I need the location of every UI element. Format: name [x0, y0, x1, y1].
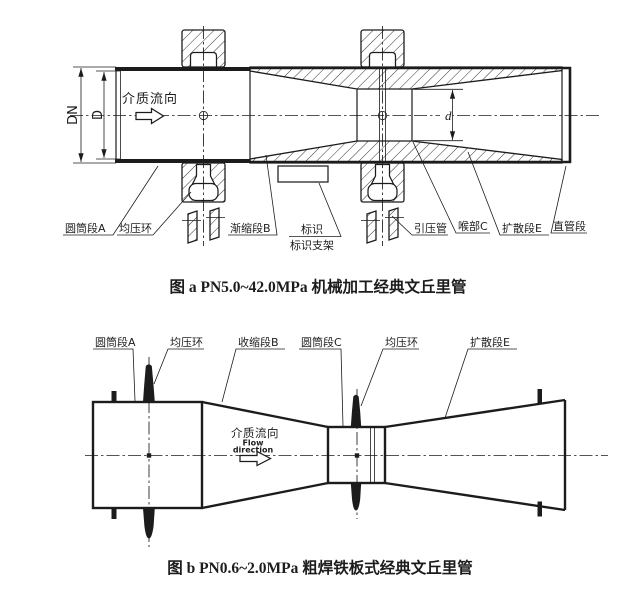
figa-label-nameplate: 标识 — [301, 222, 323, 236]
figa-cylinder-bottom-wall — [115, 159, 250, 163]
figa-dn-extension-lines — [73, 66, 116, 164]
figa-bottom-wall-section — [249, 140, 563, 164]
figa-callouts: 圆筒段A 均压环 渐缩段B 标识 标识支架 引压管 喉部C 扩散段E 直管段 — [63, 141, 587, 252]
figa-dim-dn-label: DN — [66, 105, 81, 125]
figa-label-pressure-ring: 均压环 — [119, 222, 152, 235]
figa-pressure-pipe-throat — [361, 207, 404, 244]
figa-dim-throat-label: d — [445, 108, 452, 123]
figb-label-pressure-ring-throat: 均压环 — [385, 336, 418, 349]
figb-flow-direction-en2: direction — [233, 446, 274, 455]
figa-label-straight-section: 直管段 — [553, 219, 586, 233]
figb-tap-inlet-bottom — [143, 508, 155, 539]
figb-label-divergent-e: 扩散段E — [470, 335, 510, 349]
figa-label-throat-c: 喉部C — [458, 219, 488, 233]
figa-flow-arrow-icon — [135, 107, 165, 125]
figa-center-target-throat — [377, 110, 388, 121]
figure-a-caption: 图 a PN5.0~42.0MPa 机械加工经典文丘里管 — [170, 277, 467, 296]
figb-stub-outlet-top — [537, 389, 542, 404]
figb-tap-throat-bottom — [350, 483, 362, 511]
figb-tap-inlet-top — [143, 364, 155, 402]
figa-inlet-tap-passage — [200, 67, 207, 163]
figb-flow-direction-cn: 介质流向 — [231, 426, 279, 440]
figb-label-pressure-ring-inlet: 均压环 — [170, 336, 203, 349]
figa-throat-dim-mask — [440, 108, 452, 122]
figa-label-nameplate-bracket: 标识支架 — [290, 238, 334, 252]
figb-callouts: 圆筒段A 均压环 收缩段B 圆筒段C 均压环 扩散段E — [93, 335, 517, 427]
figa-d-extension-lines — [96, 70, 120, 160]
figb-label-cylinder-a: 圆筒段A — [95, 335, 136, 349]
figb-divergent-cone — [384, 398, 566, 512]
figb-flow-direction-en1: Flow — [242, 439, 264, 448]
figa-pressure-pipe-inlet — [182, 207, 225, 244]
figb-throat-weld-lines — [370, 427, 375, 483]
figb-stub-inlet-top — [111, 391, 117, 403]
figb-center-mark-inlet — [146, 453, 152, 458]
figb-center-mark-throat — [354, 453, 360, 458]
figure-a-drawing: DN D d 介质流向 圆筒段A 均压环 渐缩段B 标识 标识支架 引压管 喉部… — [63, 26, 600, 296]
figa-center-target-inlet — [198, 110, 209, 121]
figa-cylinder-top-wall — [115, 67, 250, 71]
figure-b-caption: 图 b PN0.6~2.0MPa 粗焊铁板式经典文丘里管 — [167, 558, 473, 577]
figa-flow-direction-label: 介质流向 — [122, 91, 178, 107]
figa-label-pressure-pipe: 引压管 — [414, 221, 447, 235]
figb-stub-inlet-bottom — [111, 507, 117, 519]
figure-b-drawing: 介质流向 Flow direction 圆筒段A 均压环 收缩段B 圆筒段C 均… — [85, 335, 608, 577]
figa-nameplate-plate — [277, 165, 329, 183]
figb-label-convergent-b: 收缩段B — [238, 335, 279, 349]
figa-top-wall-section — [249, 66, 563, 90]
figa-label-convergent-b: 渐缩段B — [230, 221, 271, 235]
figb-tap-throat-top — [350, 394, 362, 427]
figb-label-cylinder-c: 圆筒段C — [301, 335, 342, 349]
figa-throat-extension-lines — [413, 88, 463, 142]
figa-dim-d-label: D — [91, 110, 106, 120]
figa-label-cylinder-a: 圆筒段A — [65, 221, 106, 235]
figa-throat-tap-passage — [379, 68, 386, 162]
figa-label-divergent-e: 扩散段E — [502, 221, 542, 235]
figb-convergent-cone — [201, 400, 329, 510]
figb-flow-arrow-icon — [239, 450, 272, 467]
figb-stub-outlet-bottom — [537, 501, 542, 517]
